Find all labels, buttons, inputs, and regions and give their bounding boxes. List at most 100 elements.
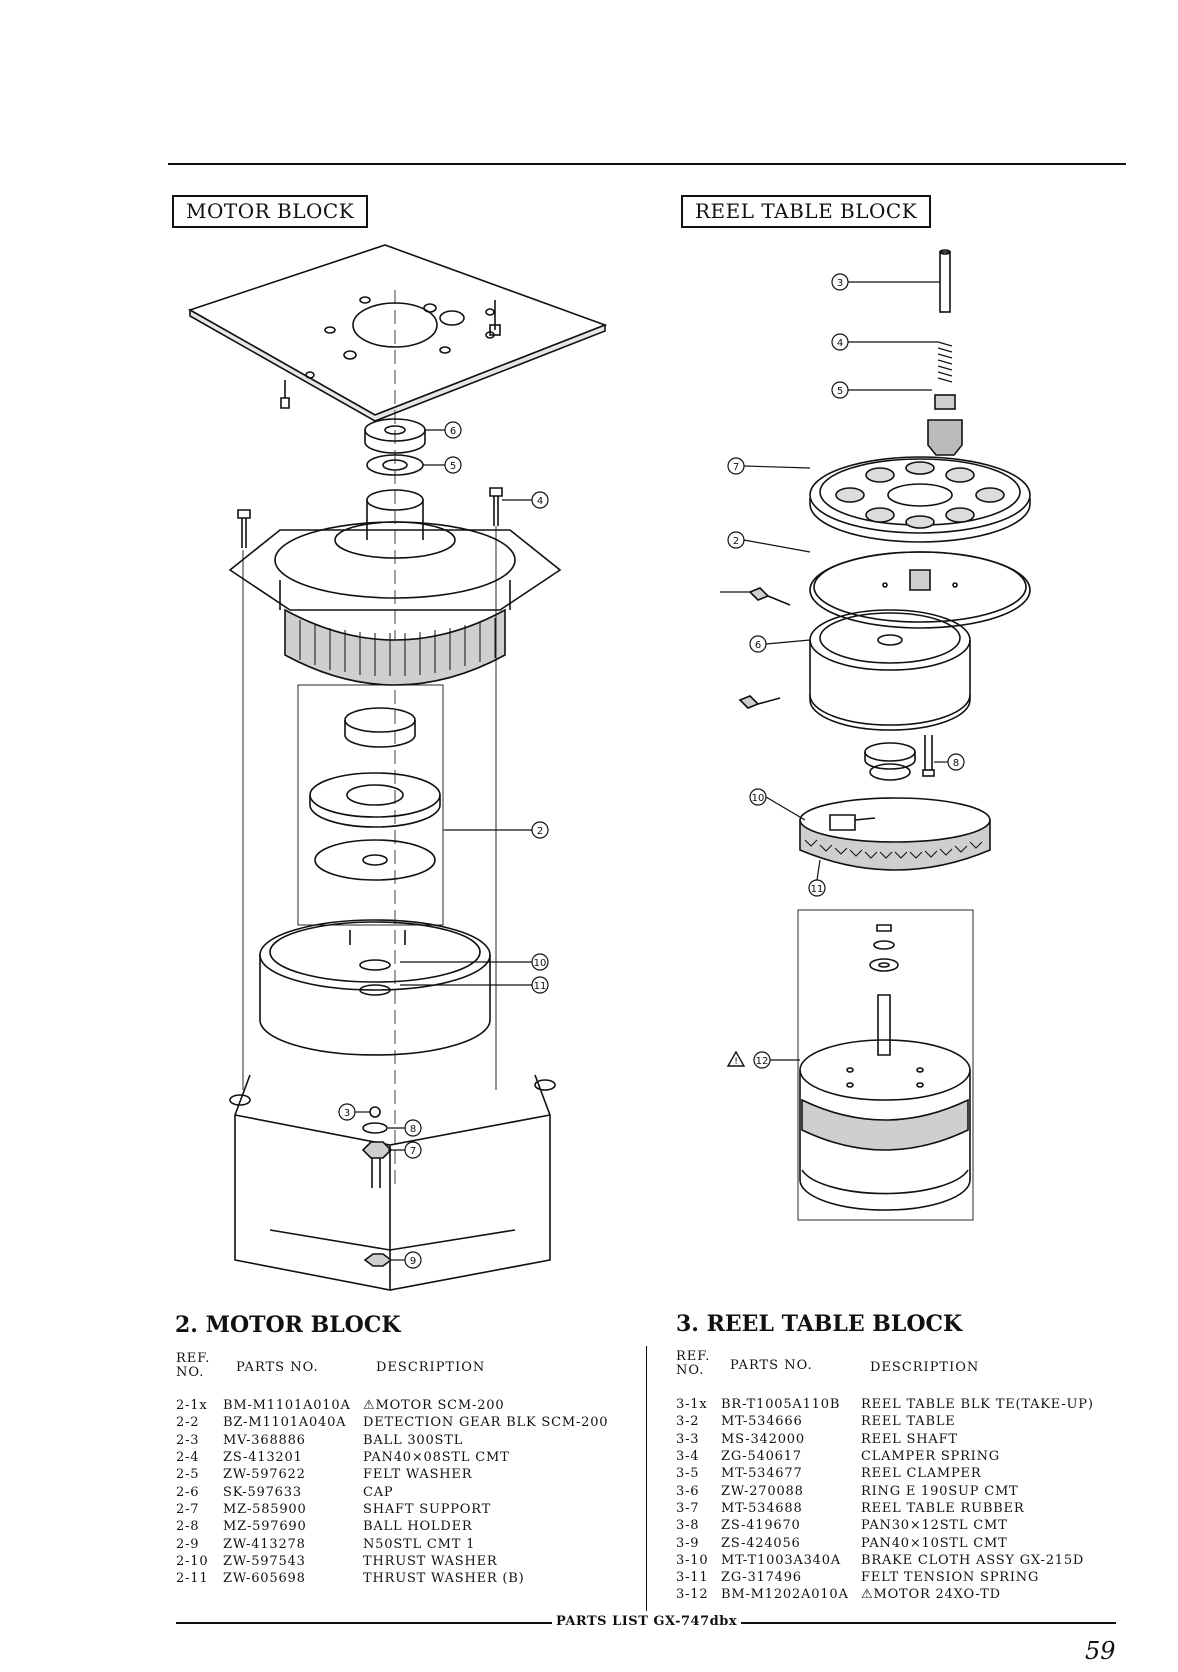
cell-part: BM-M1202A010A bbox=[721, 1587, 849, 1603]
cell-desc: BALL HOLDER bbox=[363, 1519, 473, 1535]
cell-part: MT-534688 bbox=[721, 1500, 803, 1516]
cell-desc: THRUST WASHER bbox=[363, 1553, 498, 1569]
cell-desc: BRAKE CLOTH ASSY GX-215D bbox=[861, 1552, 1085, 1568]
reel-callout-6: 6 bbox=[755, 640, 761, 651]
cell-desc: REEL SHAFT bbox=[861, 1431, 958, 1447]
cell-ref: 3-9 bbox=[676, 1535, 700, 1551]
reel-callout-3: 3 bbox=[837, 278, 843, 289]
reel-callout-5: 5 bbox=[837, 386, 843, 397]
table-row: 3-6 ZW-270088 RING E 190SUP CMT bbox=[676, 1482, 1141, 1499]
cell-desc: BALL 300STL bbox=[363, 1432, 464, 1448]
cell-ref: 2-3 bbox=[176, 1432, 200, 1448]
cell-part: BM-M1101A010A bbox=[223, 1398, 351, 1414]
motor-housing bbox=[234, 1074, 551, 1291]
cell-part: ZG-540617 bbox=[721, 1449, 802, 1465]
table-row: 3-9 ZS-424056 PAN40×10STL CMT bbox=[676, 1534, 1141, 1551]
cell-part: MZ-597690 bbox=[223, 1519, 307, 1535]
mounting-plate bbox=[188, 244, 608, 416]
cell-part: MT-534666 bbox=[721, 1414, 803, 1430]
motor-parts-no-header: PARTS NO. bbox=[236, 1360, 319, 1375]
motor-description-header: DESCRIPTION bbox=[376, 1360, 486, 1375]
column-divider bbox=[646, 1346, 647, 1611]
cell-part: ZG-317496 bbox=[721, 1570, 802, 1586]
cell-part: ZS-424056 bbox=[721, 1535, 801, 1551]
reel-callout-12: 12 bbox=[756, 1056, 769, 1067]
cell-desc: REEL TABLE RUBBER bbox=[861, 1500, 1025, 1516]
cell-part: ZW-413278 bbox=[223, 1536, 306, 1552]
cell-desc: N50STL CMT 1 bbox=[363, 1536, 476, 1552]
cell-desc: PAN40×10STL CMT bbox=[861, 1535, 1008, 1551]
cell-desc: THRUST WASHER (B) bbox=[363, 1571, 525, 1587]
cell-desc: CAP bbox=[363, 1484, 394, 1500]
cell-desc: ⚠MOTOR SCM-200 bbox=[363, 1398, 505, 1414]
motor-block-box-title: MOTOR BLOCK bbox=[172, 195, 369, 228]
cell-desc: RING E 190SUP CMT bbox=[861, 1483, 1019, 1499]
cell-part: BR-T1005A110B bbox=[721, 1397, 841, 1413]
cell-desc: REEL TABLE bbox=[861, 1414, 956, 1430]
cell-ref: 3-10 bbox=[676, 1552, 709, 1568]
warning-triangle-icon bbox=[726, 1050, 746, 1067]
table-row: 3-7 MT-534688 REEL TABLE RUBBER bbox=[676, 1500, 1141, 1517]
motor-block-diagram: 6 5 4 2 10 11 3 8 7 9 bbox=[188, 244, 608, 1291]
cell-ref: 2-4 bbox=[176, 1450, 200, 1466]
table-row: 3-11 ZG-317496 FELT TENSION SPRING bbox=[676, 1569, 1141, 1586]
cell-ref: 3-11 bbox=[676, 1570, 709, 1586]
cell-desc: PAN40×08STL CMT bbox=[363, 1450, 510, 1466]
cell-part: MZ-585900 bbox=[223, 1501, 307, 1517]
reel-callout-8: 8 bbox=[953, 758, 959, 769]
svg-text:!: ! bbox=[734, 1057, 738, 1067]
cell-ref: 2-1x bbox=[176, 1398, 208, 1414]
cell-part: MV-368886 bbox=[223, 1432, 306, 1448]
cell-part: MT-534677 bbox=[721, 1466, 803, 1482]
reel-block-section-title: 3. REEL TABLE BLOCK bbox=[676, 1311, 963, 1337]
cell-ref: 3-3 bbox=[676, 1431, 700, 1447]
motor-callout-6: 6 bbox=[450, 426, 456, 437]
cell-ref: 3-7 bbox=[676, 1500, 700, 1516]
table-row: 2-1x BM-M1101A010A ⚠MOTOR SCM-200 bbox=[176, 1397, 643, 1414]
motor-callout-2: 2 bbox=[537, 826, 543, 837]
cell-desc: SHAFT SUPPORT bbox=[363, 1501, 492, 1517]
cell-ref: 2-6 bbox=[176, 1484, 200, 1500]
cell-ref: 2-10 bbox=[176, 1553, 209, 1569]
page-number: 59 bbox=[1085, 1637, 1116, 1665]
cell-ref: 3-5 bbox=[676, 1466, 700, 1482]
cell-part: ZW-270088 bbox=[721, 1483, 804, 1499]
cell-desc: DETECTION GEAR BLK SCM-200 bbox=[363, 1415, 609, 1431]
table-row: 2-3 MV-368886 BALL 300STL bbox=[176, 1432, 643, 1449]
reel-description-header: DESCRIPTION bbox=[870, 1360, 980, 1375]
footer-label: PARTS LIST GX-747dbx bbox=[552, 1614, 742, 1629]
reel-callout-2: 2 bbox=[733, 536, 739, 547]
cell-part: ZS-419670 bbox=[721, 1518, 801, 1534]
cell-ref: 2-5 bbox=[176, 1467, 200, 1483]
cell-ref: 2-8 bbox=[176, 1519, 200, 1535]
cell-ref: 3-6 bbox=[676, 1483, 700, 1499]
motor-callout-10: 10 bbox=[534, 958, 547, 969]
cell-ref: 3-8 bbox=[676, 1518, 700, 1534]
motor-callout-8: 8 bbox=[410, 1124, 416, 1135]
cell-desc: FELT WASHER bbox=[363, 1467, 473, 1483]
table-row: 2-8 MZ-597690 BALL HOLDER bbox=[176, 1518, 643, 1535]
cell-desc: ⚠MOTOR 24XO-TD bbox=[861, 1587, 1001, 1603]
table-row: 3-10 MT-T1003A340A BRAKE CLOTH ASSY GX-215… bbox=[676, 1552, 1141, 1569]
cell-part: ZW-605698 bbox=[223, 1571, 306, 1587]
reel-callout-10: 10 bbox=[752, 793, 765, 804]
reel-callout-11: 11 bbox=[811, 884, 824, 895]
motor-block-section-title: 2. MOTOR BLOCK bbox=[175, 1312, 401, 1338]
cell-part: MT-T1003A340A bbox=[721, 1552, 841, 1568]
motor-callout-5: 5 bbox=[450, 461, 456, 472]
cell-desc: REEL TABLE BLK TE(TAKE-UP) bbox=[861, 1397, 1094, 1413]
motor-callout-4: 4 bbox=[537, 496, 543, 507]
cell-desc: FELT TENSION SPRING bbox=[861, 1570, 1040, 1586]
reel-ref-no-header: REF. NO. bbox=[676, 1349, 711, 1378]
